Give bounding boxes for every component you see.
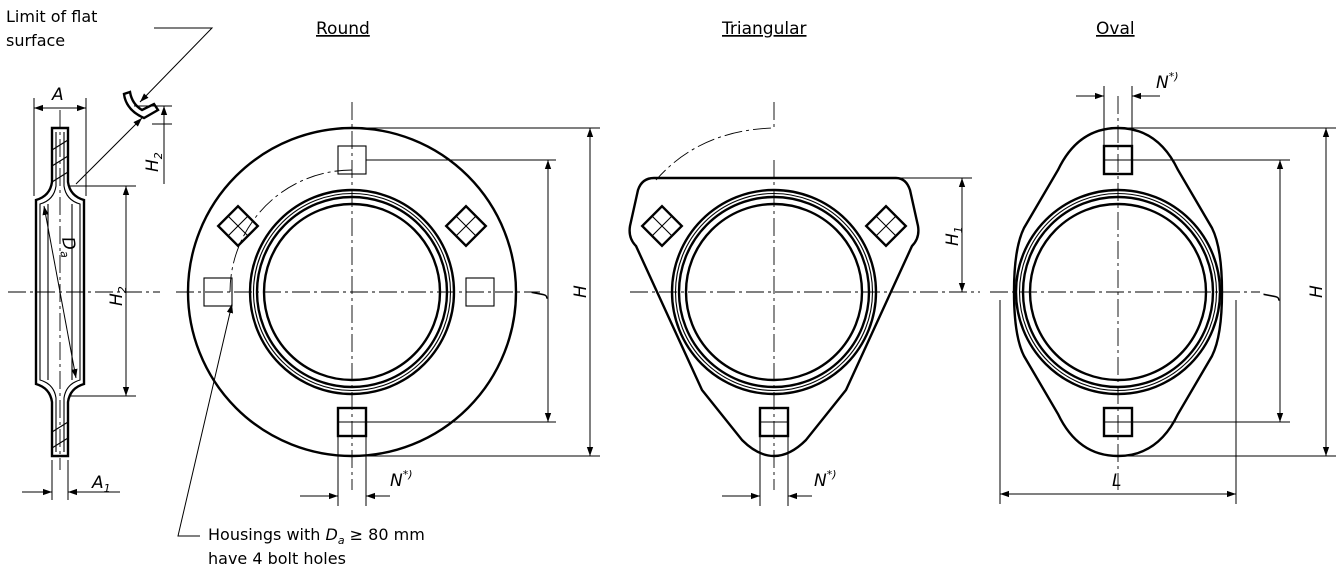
dim-label-H2-detail: H2 <box>143 152 165 172</box>
note-flat-surface-line1: Limit of flat <box>6 7 97 26</box>
dim-label-L: L <box>1112 471 1121 491</box>
note-flat-surface-line2: surface <box>6 31 65 50</box>
svg-text:H2: H2 <box>143 152 165 172</box>
svg-text:Da: Da <box>55 235 80 259</box>
svg-text:J: J <box>529 291 549 299</box>
dim-label-H2-body: H2 <box>107 286 129 306</box>
dim-label-A1: A1 <box>91 473 111 495</box>
svg-text:J: J <box>1261 293 1281 301</box>
bolt-hole-left <box>203 277 233 307</box>
svg-text:H2: H2 <box>107 286 129 306</box>
dim-label-J-oval: J <box>1261 293 1281 301</box>
triangular-flange-outline <box>628 176 920 458</box>
dim-label-H-round: H <box>571 285 591 298</box>
svg-text:H1: H1 <box>943 226 965 246</box>
oval-view <box>990 86 1336 504</box>
dim-label-N-oval: N*) <box>1156 70 1179 93</box>
dim-label-Da: Da <box>55 235 80 259</box>
bearing-seat-ring <box>248 188 456 396</box>
note-bolt-holes-line1: Housings with Da ≥ 80 mm <box>208 525 425 547</box>
dim-label-H-oval: H <box>1307 285 1327 298</box>
title-oval: Oval <box>1096 19 1135 39</box>
dim-label-N-tri: N*) <box>814 468 837 491</box>
dim-label-H1-tri: H1 <box>943 226 965 246</box>
note-bolt-holes-line2: have 4 bolt holes <box>208 549 346 568</box>
dim-label-J-round: J <box>529 291 549 299</box>
dim-label-N-round: N*) <box>390 468 413 491</box>
bolt-hole-upper-right <box>444 204 488 248</box>
triangular-view <box>628 102 980 506</box>
side-section-view <box>8 27 214 500</box>
round-view <box>176 102 600 537</box>
svg-text:H: H <box>571 285 591 298</box>
dim-label-A: A <box>51 85 64 105</box>
svg-text:H: H <box>1307 285 1327 298</box>
bolt-hole-right <box>465 277 495 307</box>
title-round: Round <box>316 19 370 39</box>
title-triangular: Triangular <box>721 19 807 39</box>
